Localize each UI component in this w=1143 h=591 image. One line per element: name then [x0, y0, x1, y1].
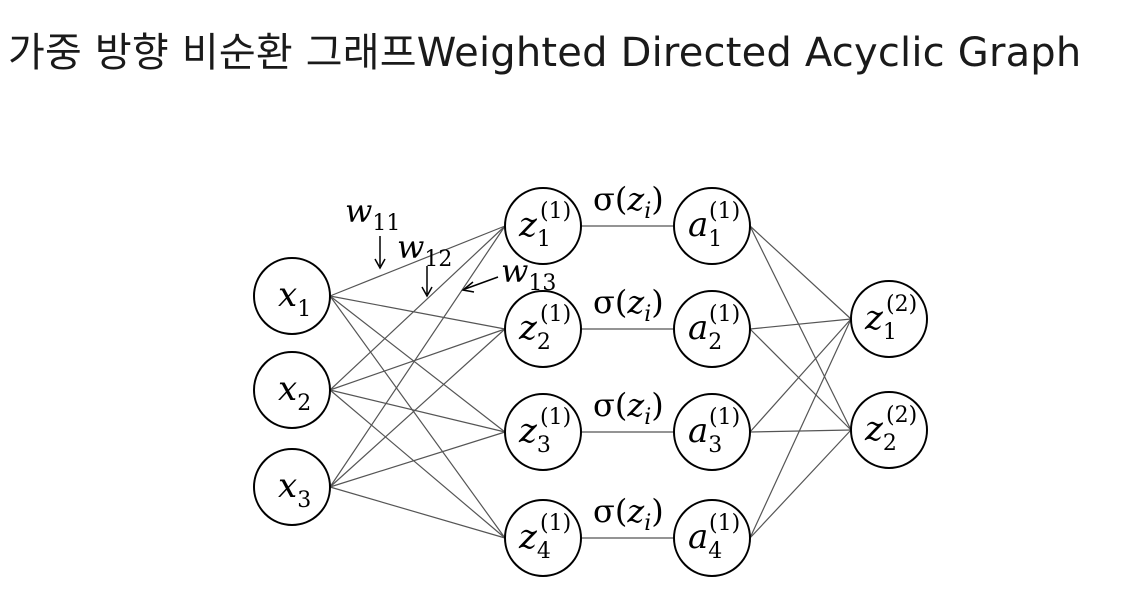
edge-x1-z3 [329, 295, 506, 433]
input-node-x2 [253, 351, 331, 429]
edge-x2-z2 [329, 328, 506, 391]
input-node-x3-label: x3 [278, 466, 311, 513]
hidden-z-node-4-superscript: (1) [540, 511, 571, 536]
hidden-a-node-2 [673, 290, 751, 368]
weight-label-w11: w11 [345, 192, 400, 236]
output-node-2-superscript: (2) [886, 403, 917, 428]
hidden-a-node-1-superscript: (1) [709, 199, 740, 224]
hidden-a-node-4 [673, 499, 751, 577]
hidden-z-node-1 [504, 187, 582, 265]
hidden-z-node-4-label: z4 [518, 517, 551, 564]
output-node-1-label: z1 [864, 298, 897, 345]
hidden-a-node-3-superscript: (1) [709, 405, 740, 430]
activation-label-3: σ(zi) [593, 386, 664, 430]
output-node-1-superscript: (2) [886, 292, 917, 317]
edges [329, 225, 852, 539]
hidden-a-node-1-label: a1 [688, 205, 722, 252]
activation-label-2: σ(zi) [593, 283, 664, 327]
edge-x1-z4 [329, 295, 506, 539]
hidden-z-node-2 [504, 290, 582, 368]
edge-x3-z3 [329, 431, 506, 488]
page-title: 가중 방향 비순환 그래프Weighted Directed Acyclic G… [8, 30, 1082, 76]
edge-x3-z1 [329, 225, 506, 488]
w11-arrowhead [374, 258, 386, 270]
hidden-z-node-3-label: z3 [518, 411, 551, 458]
edge-a2-out2 [749, 328, 852, 431]
edge-a3-out2 [749, 429, 852, 433]
weight-arrows [374, 236, 499, 298]
activation-label-4: σ(zi) [593, 492, 664, 536]
edge-a4-out1 [749, 318, 852, 539]
edge-a3-out1 [749, 318, 852, 433]
hidden-a-node-3-label: a3 [688, 411, 722, 458]
hidden-z-node-2-superscript: (1) [540, 302, 571, 327]
edge-x2-z4 [329, 389, 506, 539]
edge-a1-out1 [749, 225, 852, 320]
weight-label-w13: w13 [501, 252, 556, 296]
hidden-z-node-2-label: z2 [518, 308, 551, 355]
output-node-2-label: z2 [864, 409, 897, 456]
output-node-2 [850, 391, 928, 469]
activation-label-1: σ(zi) [593, 180, 664, 224]
hidden-z-node-1-label: z1 [518, 205, 551, 252]
edge-x1-z2 [329, 295, 506, 330]
hidden-z-node-3-superscript: (1) [540, 405, 571, 430]
hidden-a-node-4-superscript: (1) [709, 511, 740, 536]
edge-x3-z4 [329, 486, 506, 539]
w13-arrowhead [461, 281, 475, 293]
hidden-z-node-4 [504, 499, 582, 577]
hidden-a-node-2-label: a2 [688, 308, 722, 355]
input-node-x3 [253, 448, 331, 526]
hidden-a-node-4-label: a4 [688, 517, 722, 564]
edge-x2-z1 [329, 225, 506, 391]
w12-arrowhead [421, 286, 433, 298]
edge-a2-out1 [749, 318, 852, 330]
input-node-x2-label: x2 [278, 369, 311, 416]
nodes: x1x2x3z1(1)z2(1)z3(1)z4(1)a1(1)a2(1)a3(1… [253, 187, 928, 577]
hidden-z-node-3 [504, 393, 582, 471]
w13-arrow [464, 276, 499, 290]
input-node-x1-label: x1 [278, 275, 311, 322]
hidden-a-node-2-superscript: (1) [709, 302, 740, 327]
hidden-a-node-3 [673, 393, 751, 471]
hidden-a-node-1 [673, 187, 751, 265]
edge-x2-z3 [329, 389, 506, 433]
edge-x3-z2 [329, 328, 506, 488]
edge-a4-out2 [749, 429, 852, 539]
edge-x1-z1 [329, 225, 506, 297]
output-node-1 [850, 280, 928, 358]
hidden-z-node-1-superscript: (1) [540, 199, 571, 224]
edge-a1-out2 [749, 225, 852, 431]
weight-label-w12: w12 [397, 228, 452, 272]
input-node-x1 [253, 257, 331, 335]
